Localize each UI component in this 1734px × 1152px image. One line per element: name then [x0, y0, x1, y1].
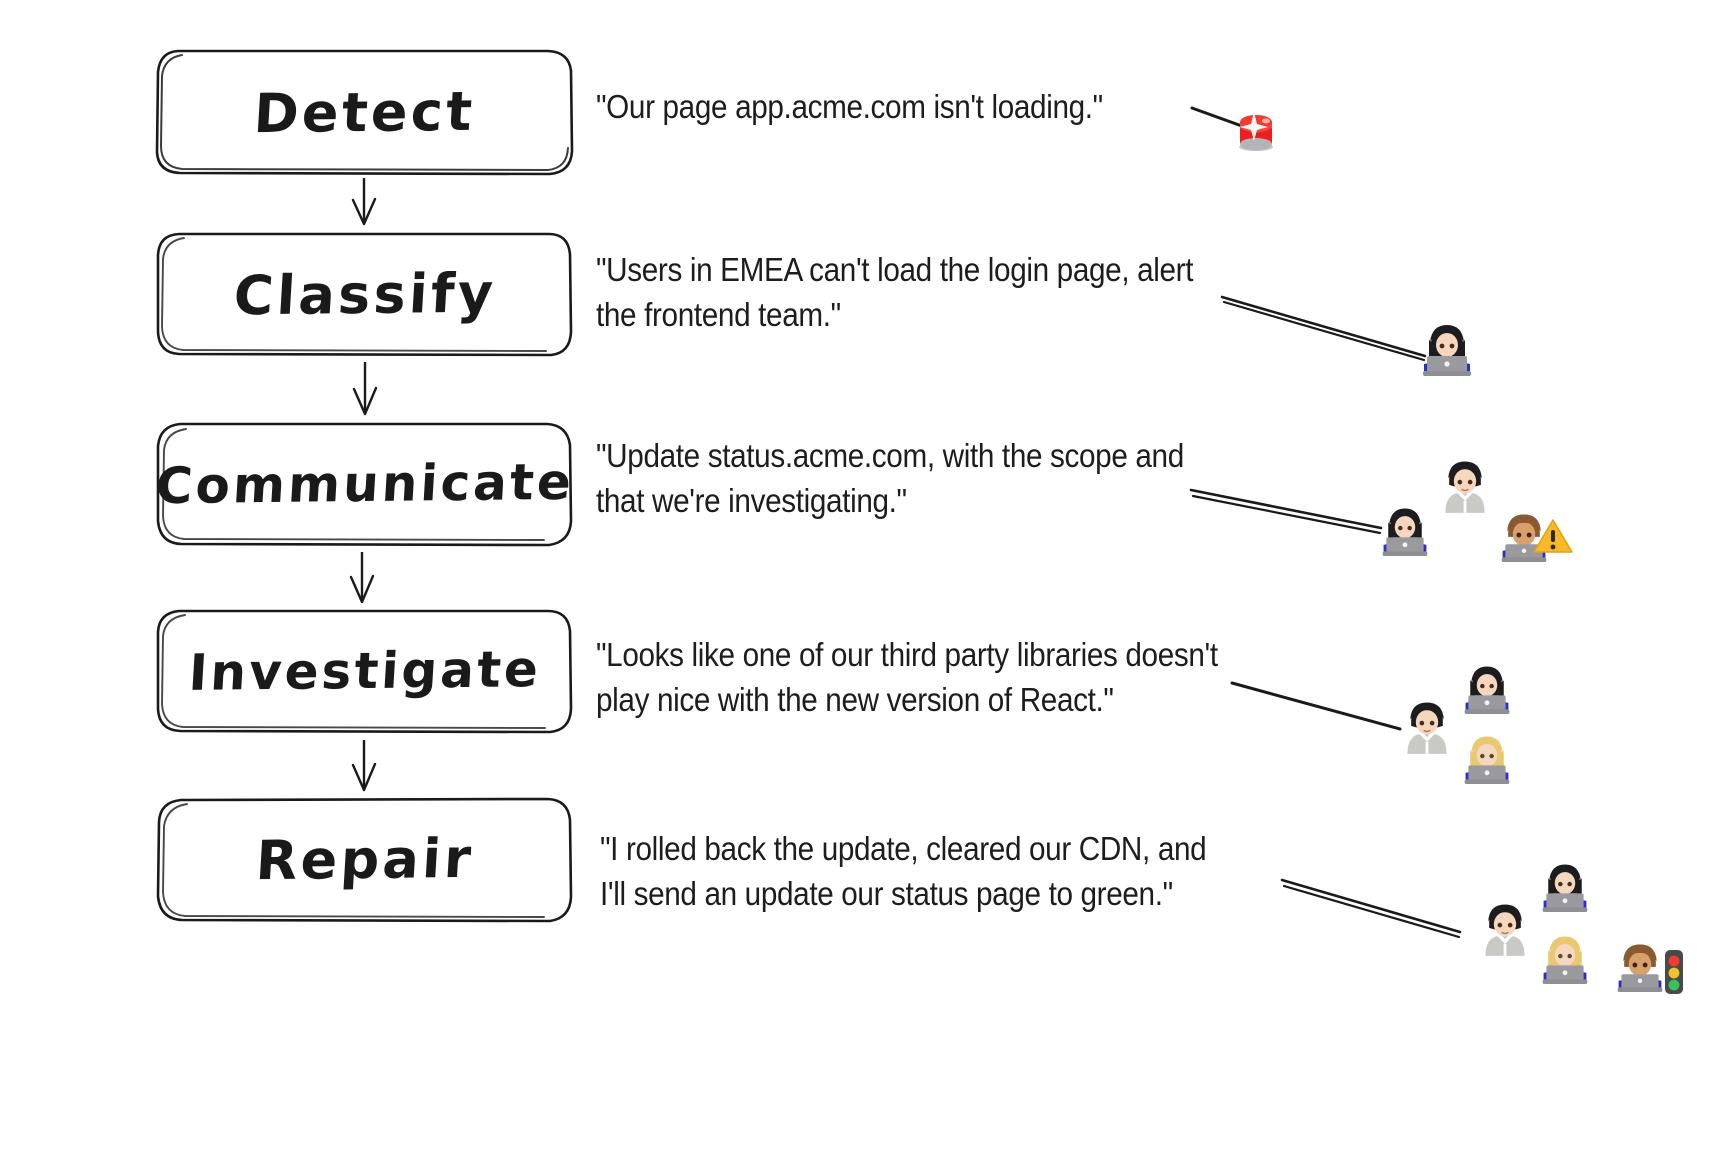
- flow-step-communicate[interactable]: Communicate: [152, 418, 577, 550]
- quote-repair: "I rolled back the update, cleared our C…: [600, 827, 1338, 916]
- flow-step-label: Repair: [253, 826, 476, 892]
- flow-step-classify[interactable]: Classify: [152, 228, 577, 360]
- quote-detect: "Our page app.acme.com isn't loading.": [596, 88, 1103, 125]
- sketch-box-outline: [156, 422, 573, 547]
- quote-line: "Update status.acme.com, with the scope …: [596, 437, 1184, 474]
- office-worker-icon: [1400, 696, 1454, 754]
- sketch-box-outline: [156, 609, 573, 734]
- flow-step-label: Classify: [231, 261, 498, 327]
- blonde-woman-technologist-icon: [1460, 730, 1514, 784]
- flow-step-detect[interactable]: Detect: [152, 46, 577, 178]
- arrow-communicate-to-investigate: [349, 552, 375, 604]
- sketch-box-outline: [156, 797, 573, 923]
- flow-step-label: Communicate: [153, 452, 576, 516]
- quote-line: "Looks like one of our third party libra…: [596, 636, 1218, 673]
- quote-line: play nice with the new version of React.…: [596, 680, 1114, 718]
- quote-classify: "Users in EMEA can't load the login page…: [596, 248, 1316, 337]
- quote-line: that we're investigating.": [596, 481, 907, 519]
- siren-icon: [1234, 104, 1278, 152]
- quote-line: I'll send an update our status page to g…: [600, 874, 1173, 912]
- flow-step-label: Detect: [251, 79, 478, 145]
- arrow-detect-to-classify: [351, 178, 377, 226]
- flow-step-repair[interactable]: Repair: [152, 793, 577, 925]
- man-technologist-icon: [1613, 938, 1667, 992]
- woman-technologist-icon: [1460, 660, 1514, 714]
- traffic-light-icon: [1659, 948, 1689, 1000]
- blonde-woman-technologist-icon: [1538, 930, 1592, 984]
- sketch-box-outline: [156, 232, 573, 357]
- sketch-box-outline: [155, 49, 574, 176]
- flow-step-investigate[interactable]: Investigate: [152, 605, 577, 737]
- woman-technologist-icon: [1418, 318, 1476, 376]
- quote-communicate: "Update status.acme.com, with the scope …: [596, 434, 1316, 523]
- arrow-classify-to-communicate: [352, 362, 378, 416]
- quote-line: "I rolled back the update, cleared our C…: [600, 830, 1207, 867]
- woman-technologist-icon: [1378, 502, 1432, 556]
- arrow-investigate-to-repair: [351, 740, 377, 792]
- quote-line: the frontend team.": [596, 295, 841, 333]
- flow-step-label: Investigate: [186, 640, 543, 702]
- warning-icon: [1533, 518, 1573, 554]
- woman-technologist-icon: [1538, 858, 1592, 912]
- quote-investigate: "Looks like one of our third party libra…: [596, 633, 1352, 722]
- office-worker-icon: [1478, 898, 1532, 956]
- office-worker-icon: [1438, 455, 1492, 513]
- quote-line: "Users in EMEA can't load the login page…: [596, 251, 1194, 288]
